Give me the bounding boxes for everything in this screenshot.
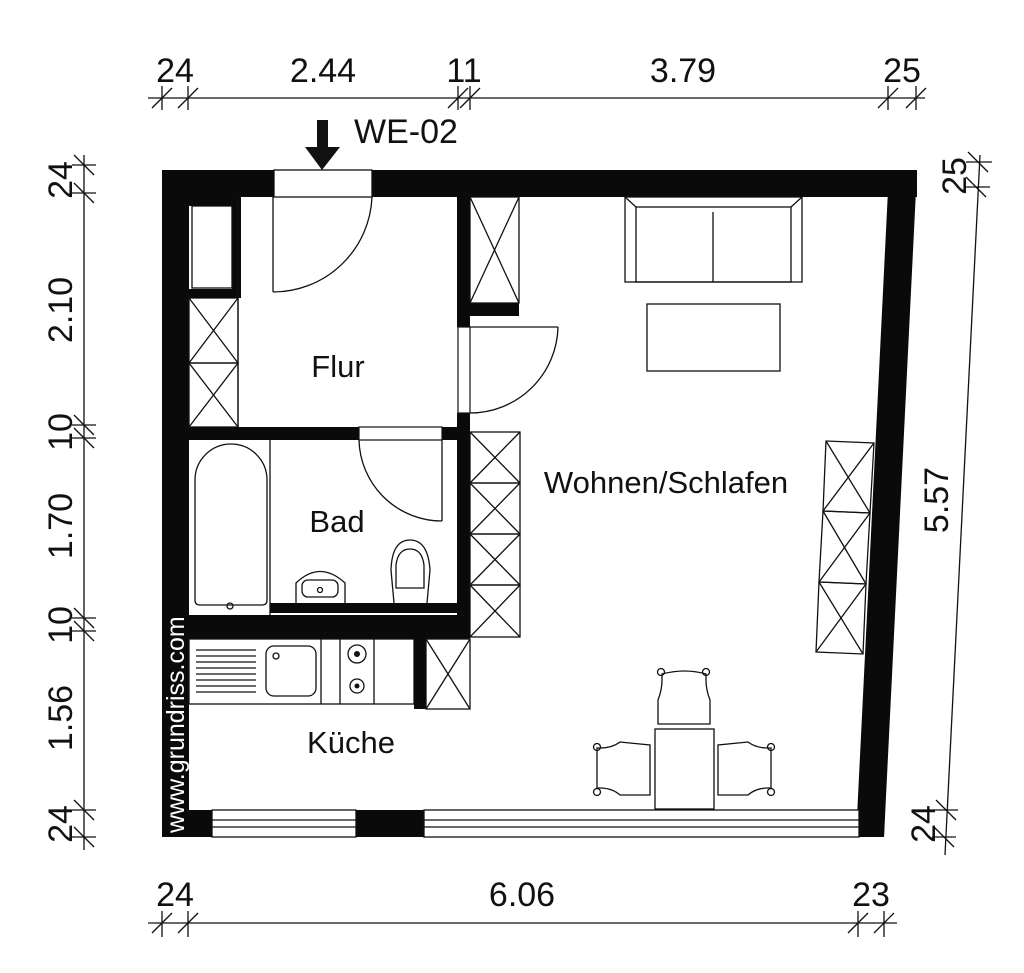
dim-left-5: 1.56 [42,685,80,751]
dim-left-6: 24 [42,805,80,843]
door-bad[interactable] [358,426,443,522]
wardrobe-wohnen-left [469,431,521,638]
toilet [390,539,431,604]
dimension-left: 24 2.10 10 1.70 10 1.56 24 [42,154,96,850]
stove-icon [347,644,367,694]
entrance-door[interactable] [272,169,373,293]
wardrobe-top [469,196,520,304]
dim-top-1: 2.44 [290,52,356,90]
unit-label: WE-02 [354,113,458,151]
dim-bottom-1: 6.06 [489,876,555,914]
svg-text:www.grundriss.com: www.grundriss.com [162,616,190,834]
internal-walls [189,197,519,709]
wardrobe-flur [188,197,239,428]
bath-sink [295,570,346,603]
dim-left-4: 10 [42,606,80,644]
dim-left-0: 24 [42,161,80,199]
dim-left-2: 10 [42,413,80,451]
dim-top-3: 3.79 [650,52,716,90]
dim-left-1: 2.10 [42,277,80,343]
dim-right-0: 25 [936,157,974,195]
entrance-arrow-icon [305,120,340,170]
dim-top-4: 25 [883,52,921,90]
dim-bottom-2: 23 [852,876,890,914]
dining-set [592,667,776,810]
kitchen-sink [265,645,317,697]
room-label-wohnen: Wohnen/Schlafen [544,465,788,500]
dining-table [654,728,715,810]
dim-top-2: 11 [446,52,481,90]
outer-walls [162,170,917,837]
bottom-windows [211,809,860,838]
kitchen-cupboard [425,638,471,710]
dim-right-2: 24 [905,805,943,843]
kitchen-counter [188,638,415,705]
dim-left-3: 1.70 [42,493,80,559]
room-label-flur: Flur [311,349,364,384]
room-label-kueche: Küche [307,725,395,760]
dim-top-0: 24 [156,52,194,90]
dimension-bottom: 24 6.06 23 [148,876,897,937]
wardrobe-wohnen-right [815,440,875,655]
dimension-right: 25 5.57 24 [905,151,992,856]
watermark: www.grundriss.com [162,616,190,834]
bathtub [194,440,271,615]
coffee-table [646,303,781,372]
door-flur-wohnen[interactable] [457,326,559,414]
dim-right-1: 5.57 [918,467,956,533]
closet-storage [191,205,233,289]
sofa [624,196,803,283]
dimension-top: 24 2.44 11 3.79 25 [148,52,927,110]
room-label-bad: Bad [309,504,364,539]
dim-bottom-0: 24 [156,876,194,914]
